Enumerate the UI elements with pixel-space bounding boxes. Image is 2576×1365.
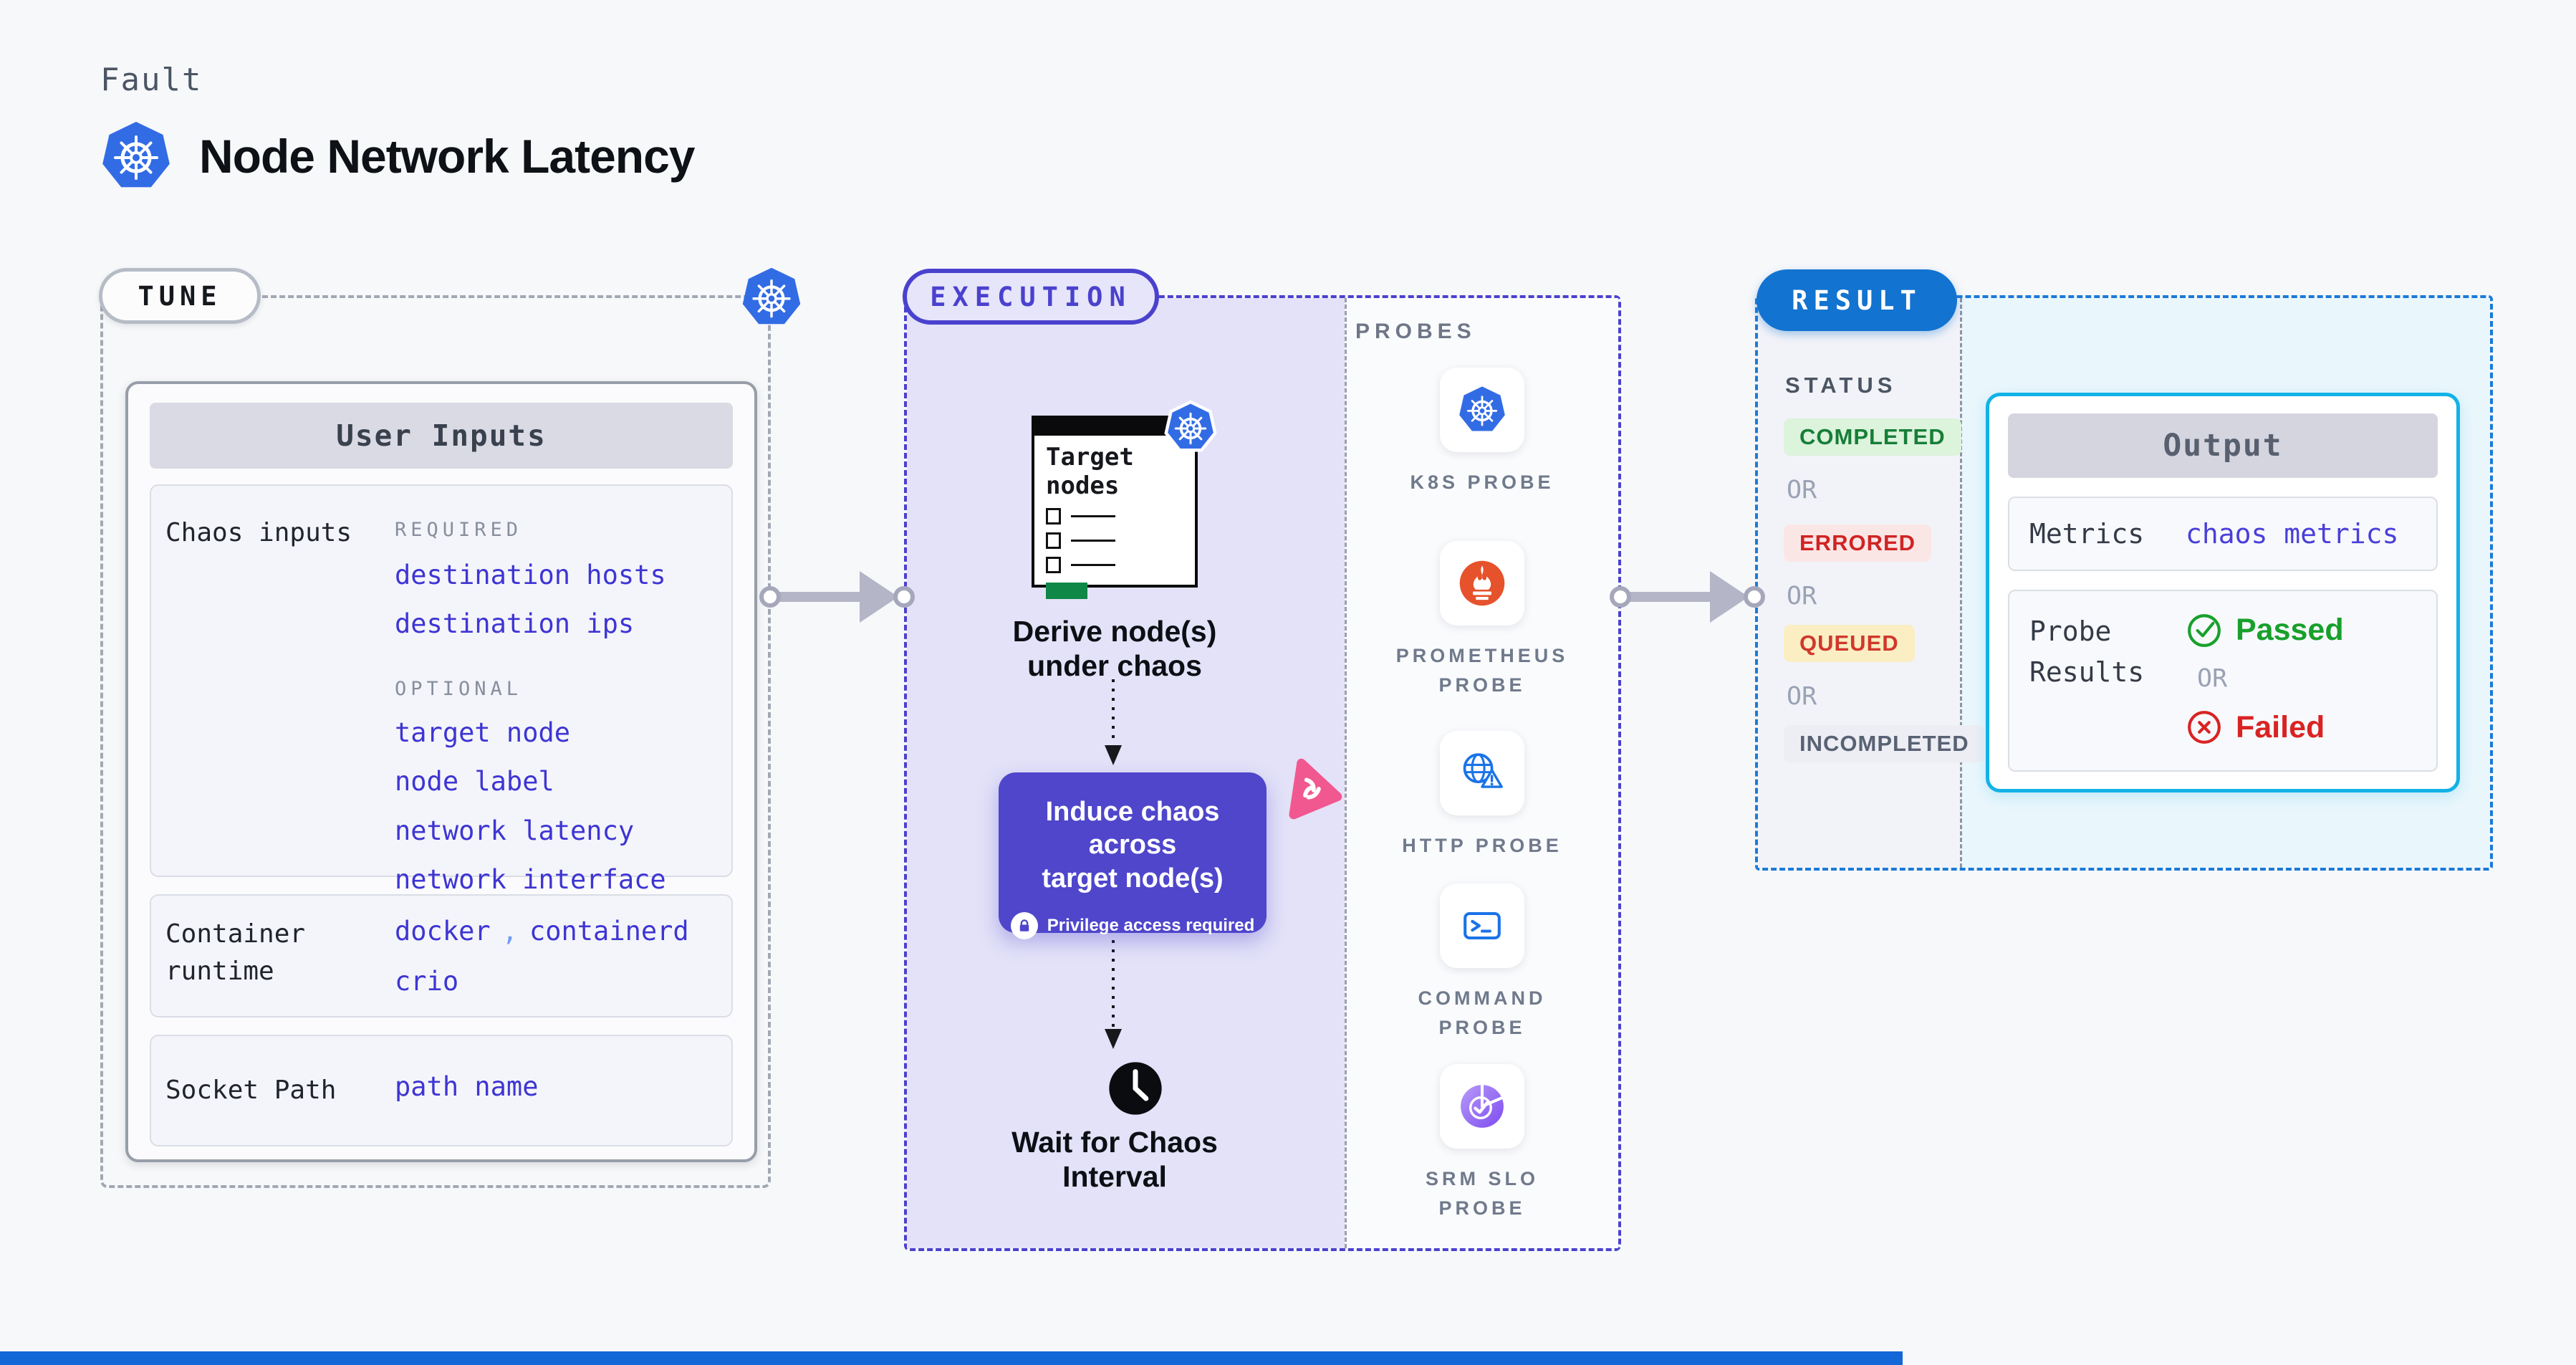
kubernetes-icon xyxy=(1162,400,1219,457)
wait-caption: Wait for Chaos Interval xyxy=(1011,1126,1218,1194)
tune-pill: TUNE xyxy=(99,268,261,324)
probes-title: PROBES xyxy=(1355,320,1476,343)
kubernetes-icon xyxy=(1458,385,1506,434)
lock-icon xyxy=(1010,912,1038,940)
link-target-node[interactable]: target node xyxy=(395,717,571,748)
x-circle-icon xyxy=(2186,709,2223,746)
probe-label: PROMETHEUS PROBE xyxy=(1395,645,1569,696)
execution-pill: EXECUTION xyxy=(903,269,1159,325)
metrics-label: Metrics xyxy=(2029,517,2145,550)
node-checkbox-row xyxy=(1046,532,1183,550)
output-title: Output xyxy=(2008,413,2438,478)
probe-card-http xyxy=(1440,731,1524,815)
status-output-divider xyxy=(1960,298,1962,868)
page-header: Node Network Latency xyxy=(100,120,695,192)
probe-label: SRM SLO PROBE xyxy=(1425,1168,1539,1219)
flow-arrow-down xyxy=(1105,940,1122,1049)
probe-results-label: Probe Results xyxy=(2029,616,2145,688)
or-separator: OR xyxy=(1787,582,1817,610)
kubernetes-icon xyxy=(741,267,802,328)
target-nodes-title: Target nodes xyxy=(1046,443,1134,501)
node-line xyxy=(1071,564,1115,567)
probe-failed: Failed xyxy=(2186,709,2344,746)
tune-to-execution-arrow xyxy=(759,571,915,623)
link-crio[interactable]: crio xyxy=(395,966,459,997)
user-inputs-panel: User Inputs Chaos inputs REQUIRED destin… xyxy=(125,381,757,1162)
kubernetes-icon xyxy=(100,120,172,192)
probe-card-command xyxy=(1440,883,1524,968)
http-globe-icon xyxy=(1458,749,1506,798)
induce-chaos-card: Induce chaos across target node(s) Privi… xyxy=(999,772,1267,940)
required-label: REQUIRED xyxy=(395,519,523,541)
node-checkbox-row xyxy=(1046,508,1183,525)
link-containerd[interactable]: containerd xyxy=(529,916,689,947)
probe-card-srm-slo xyxy=(1440,1064,1524,1149)
flow-arrow-down xyxy=(1105,679,1122,765)
prometheus-icon xyxy=(1458,559,1506,608)
container-runtime-label: Container runtime xyxy=(165,919,306,987)
optional-label: OPTIONAL xyxy=(395,677,523,700)
status-badge-incompleted: INCOMPLETED xyxy=(1784,725,1985,762)
checkbox-icon xyxy=(1046,532,1061,550)
chaos-inputs-row: Chaos inputs REQUIRED destination hosts … xyxy=(150,484,733,895)
container-runtime-row: Container runtime docker , containerd cr… xyxy=(150,894,733,1017)
socket-path-row: Socket Path path name xyxy=(150,1035,733,1146)
link-node-label[interactable]: node label xyxy=(395,766,554,798)
target-nodes-card: Target nodes xyxy=(1032,416,1198,600)
result-pill: RESULT xyxy=(1756,269,1957,331)
bottom-accent-bar xyxy=(0,1351,1903,1365)
srm-slo-icon xyxy=(1458,1082,1506,1131)
metrics-value-link[interactable]: chaos metrics xyxy=(2186,518,2399,550)
link-destination-ips[interactable]: destination ips xyxy=(395,608,635,640)
tune-section xyxy=(100,295,771,1188)
probe-passed: Passed xyxy=(2186,611,2344,648)
probe-label: COMMAND PROBE xyxy=(1418,987,1547,1038)
link-network-latency[interactable]: network latency xyxy=(395,815,635,846)
metrics-row: Metrics chaos metrics xyxy=(2008,497,2438,571)
link-path-name[interactable]: path name xyxy=(395,1071,539,1102)
status-badge-completed: COMPLETED xyxy=(1784,418,1961,456)
clock-icon xyxy=(1107,1060,1163,1116)
node-line xyxy=(1071,540,1115,542)
link-network-interface[interactable]: network interface xyxy=(395,863,666,895)
runtime-separator: , xyxy=(501,916,518,947)
user-inputs-title: User Inputs xyxy=(150,403,733,469)
check-circle-icon xyxy=(2186,611,2223,648)
selection-bar xyxy=(1046,583,1087,600)
status-badge-errored: ERRORED xyxy=(1784,525,1932,562)
privilege-badge: Privilege access required xyxy=(1010,912,1254,940)
socket-path-label: Socket Path xyxy=(165,1075,337,1105)
execution-to-result-arrow xyxy=(1610,571,1765,623)
probes-divider xyxy=(1345,298,1347,1248)
chaos-inputs-label: Chaos inputs xyxy=(165,518,352,547)
probe-results-row: Probe Results Passed OR Failed xyxy=(2008,590,2438,772)
probe-card-k8s xyxy=(1440,368,1524,452)
probe-label: HTTP PROBE xyxy=(1402,835,1562,856)
node-line xyxy=(1071,515,1115,518)
or-separator: OR xyxy=(1787,476,1817,504)
page-title: Node Network Latency xyxy=(199,130,695,183)
or-separator: OR xyxy=(2197,664,2228,693)
terminal-icon xyxy=(1458,901,1506,950)
or-separator: OR xyxy=(1787,682,1817,711)
node-checkbox-row xyxy=(1046,557,1183,574)
status-title: STATUS xyxy=(1785,373,1897,398)
probe-card-prometheus xyxy=(1440,541,1524,626)
fault-kicker: Fault xyxy=(100,62,203,98)
checkbox-icon xyxy=(1046,557,1061,574)
derive-caption: Derive node(s) under chaos xyxy=(1012,615,1217,682)
probe-label: K8S PROBE xyxy=(1410,471,1554,493)
checkbox-icon xyxy=(1046,508,1061,525)
link-destination-hosts[interactable]: destination hosts xyxy=(395,560,666,590)
link-docker[interactable]: docker xyxy=(395,916,491,947)
status-badge-queued: QUEUED xyxy=(1784,625,1915,662)
status-column-background xyxy=(1758,298,1960,868)
output-panel: Output Metrics chaos metrics Probe Resul… xyxy=(1986,393,2460,792)
litmus-chaos-icon xyxy=(1279,757,1344,821)
